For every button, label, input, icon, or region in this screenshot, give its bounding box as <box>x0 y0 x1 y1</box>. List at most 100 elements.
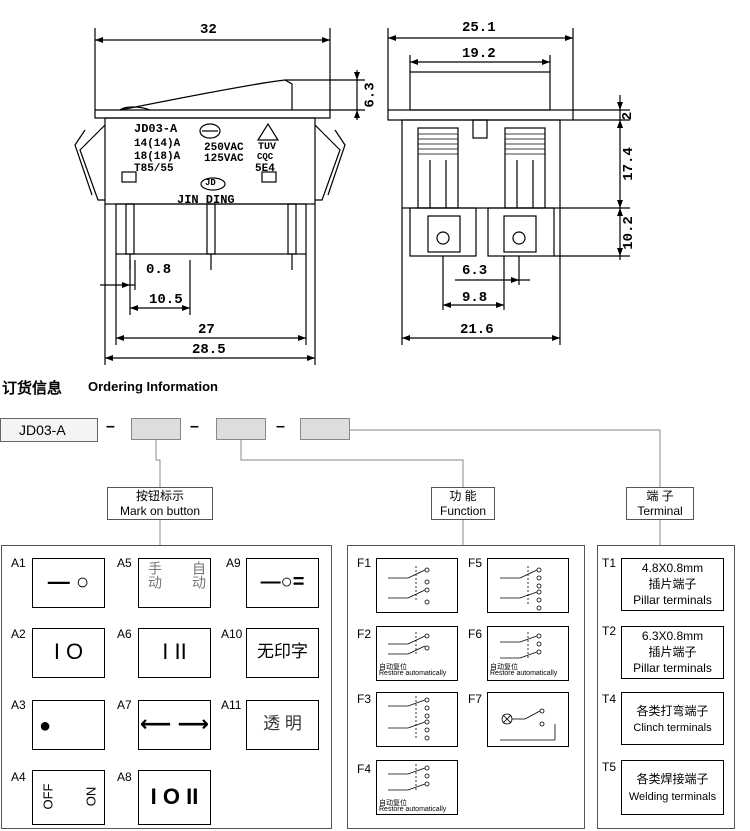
dim-pin-spacing: 10.5 <box>149 292 183 308</box>
function-option-f4[interactable]: 自动复位 Restore automatically <box>376 760 458 815</box>
function-category-header: 功 能 Function <box>431 487 495 520</box>
terminal-option-t2[interactable]: 6.3X0.8mm 插片端子 Pillar terminals <box>621 626 724 679</box>
function-category-en: Function <box>439 504 487 518</box>
function-option-f3[interactable] <box>376 692 458 747</box>
dash-1: – <box>106 418 115 435</box>
terminal-t2-line2: 插片端子 <box>648 645 697 659</box>
mark-code-a6: A6 <box>117 627 132 641</box>
chip-voltage-2: 125VAC <box>204 153 244 165</box>
mark-option-a1[interactable]: — ○ <box>32 558 105 608</box>
mark-option-a10[interactable]: 无印字 <box>246 628 319 678</box>
mark-option-a8[interactable]: I O II <box>138 770 211 825</box>
mark-category-header: 按钮标示 Mark on button <box>107 487 213 520</box>
mark-option-a2[interactable]: I O <box>32 628 105 678</box>
function-note-f4-cn: 自动复位 <box>379 800 407 807</box>
tuv-mark: TUV <box>258 142 277 153</box>
function-code-f1: F1 <box>357 556 372 570</box>
mark-code-a4: A4 <box>11 770 26 784</box>
cqc-mark: CQC <box>257 152 274 162</box>
chip-voltage-1: 250VAC <box>204 142 244 154</box>
ordering-title-en: Ordering Information <box>88 379 218 394</box>
terminal-option-t1[interactable]: 4.8X0.8mm 插片端子 Pillar terminals <box>621 558 724 611</box>
mark-code-a7: A7 <box>117 698 132 712</box>
function-code-f4: F4 <box>357 762 372 776</box>
terminal-code-t5: T5 <box>602 760 617 774</box>
function-option-f1[interactable] <box>376 558 458 613</box>
dim-front-width-top: 32 <box>200 22 217 38</box>
dim-side-body-width: 21.6 <box>460 322 494 338</box>
terminal-option-t4[interactable]: 各类打弯端子 Clinch terminals <box>621 692 724 745</box>
terminal-t1-line1: 4.8X0.8mm <box>641 561 704 575</box>
terminal-t5-line2: Welding terminals <box>628 791 717 803</box>
mark-symbol-a6: I II <box>162 639 187 664</box>
terminal-code-slot[interactable] <box>300 418 350 440</box>
chip-rating-2: 18(18)A <box>134 151 181 163</box>
mark-option-a3[interactable]: ● <box>32 700 105 750</box>
mark-option-a7[interactable]: ⟵ ⟶ <box>138 700 211 750</box>
function-note-f2-cn: 自动复位 <box>379 664 407 671</box>
chip-rating-1: 14(14)A <box>134 138 181 150</box>
mark-category-cn: 按钮标示 <box>135 489 184 503</box>
mark-code-a3: A3 <box>11 698 26 712</box>
mark-option-a4[interactable]: OFF ON <box>32 770 105 825</box>
function-code-f5: F5 <box>468 556 483 570</box>
terminal-t4-line2: Clinch terminals <box>633 722 712 734</box>
mark-symbol-a8: I O II <box>150 784 199 809</box>
terminal-t5-line1: 各类焊接端子 <box>636 772 709 786</box>
mark-option-a11[interactable]: 透 明 <box>246 700 319 750</box>
mark-option-a5[interactable]: 手动 自动 <box>138 558 211 608</box>
chip-temp: T85/55 <box>134 163 174 175</box>
mark-code-a8: A8 <box>117 770 132 784</box>
function-note-f6-cn: 自动复位 <box>490 664 518 671</box>
chip-model: JD03-A <box>134 122 178 136</box>
terminal-t4-line1: 各类打弯端子 <box>636 704 709 718</box>
mark-code-a2: A2 <box>11 627 26 641</box>
function-code-slot[interactable] <box>216 418 266 440</box>
function-option-f2[interactable]: 自动复位 Restore automatically <box>376 626 458 681</box>
dim-pin-width: 0.8 <box>146 262 172 278</box>
function-code-f2: F2 <box>357 627 372 641</box>
function-category-cn: 功 能 <box>449 489 477 503</box>
function-note-f4-en: Restore automatically <box>379 806 447 813</box>
terminal-t2-line1: 6.3X0.8mm <box>641 629 704 643</box>
mark-option-a9[interactable]: —○= <box>246 558 319 608</box>
jd-logo-mark: JD <box>205 178 216 188</box>
model-box: JD03-A <box>0 418 98 442</box>
terminal-option-t5[interactable]: 各类焊接端子 Welding terminals <box>621 760 724 815</box>
model-label: JD03-A <box>19 422 66 438</box>
mark-category-en: Mark on button <box>119 504 201 518</box>
ordering-title-cn: 订货信息 <box>2 380 63 397</box>
mark-code-a10: A10 <box>221 627 243 641</box>
terminal-category-en: Terminal <box>637 504 683 518</box>
function-note-f6-en: Restore automatically <box>490 670 558 677</box>
mark-symbol-a9: —○= <box>260 571 305 593</box>
terminal-t1-line3: Pillar terminals <box>633 593 712 607</box>
mark-code-slot[interactable] <box>131 418 181 440</box>
mark-symbol-a5-right: 自动 <box>191 561 207 589</box>
dim-side-terminal-outer: 9.8 <box>462 290 488 306</box>
dim-side-terminal-spacing: 6.3 <box>462 263 488 279</box>
mark-symbol-a3: ● <box>39 715 52 737</box>
dash-2: – <box>190 418 199 435</box>
chip-cycles: 5E4 <box>255 163 275 175</box>
function-code-f7: F7 <box>468 692 483 706</box>
dash-3: – <box>276 418 285 435</box>
mark-symbol-a2: I O <box>53 639 84 664</box>
terminal-code-t4: T4 <box>602 692 617 706</box>
function-note-f2-en: Restore automatically <box>379 670 447 677</box>
function-code-f3: F3 <box>357 692 372 706</box>
mark-code-a1: A1 <box>11 556 26 570</box>
mark-option-a6[interactable]: I II <box>138 628 211 678</box>
mark-symbol-a11: 透 明 <box>263 714 302 733</box>
dim-body-width: 27 <box>198 322 215 338</box>
terminal-category-cn: 端 子 <box>646 489 674 503</box>
chip-brand: JIN DING <box>177 193 235 207</box>
mark-code-a9: A9 <box>226 556 241 570</box>
dim-overall-width: 28.5 <box>192 342 226 358</box>
terminal-t1-line2: 插片端子 <box>648 577 697 591</box>
dim-side-rocker-width: 19.2 <box>462 46 496 62</box>
